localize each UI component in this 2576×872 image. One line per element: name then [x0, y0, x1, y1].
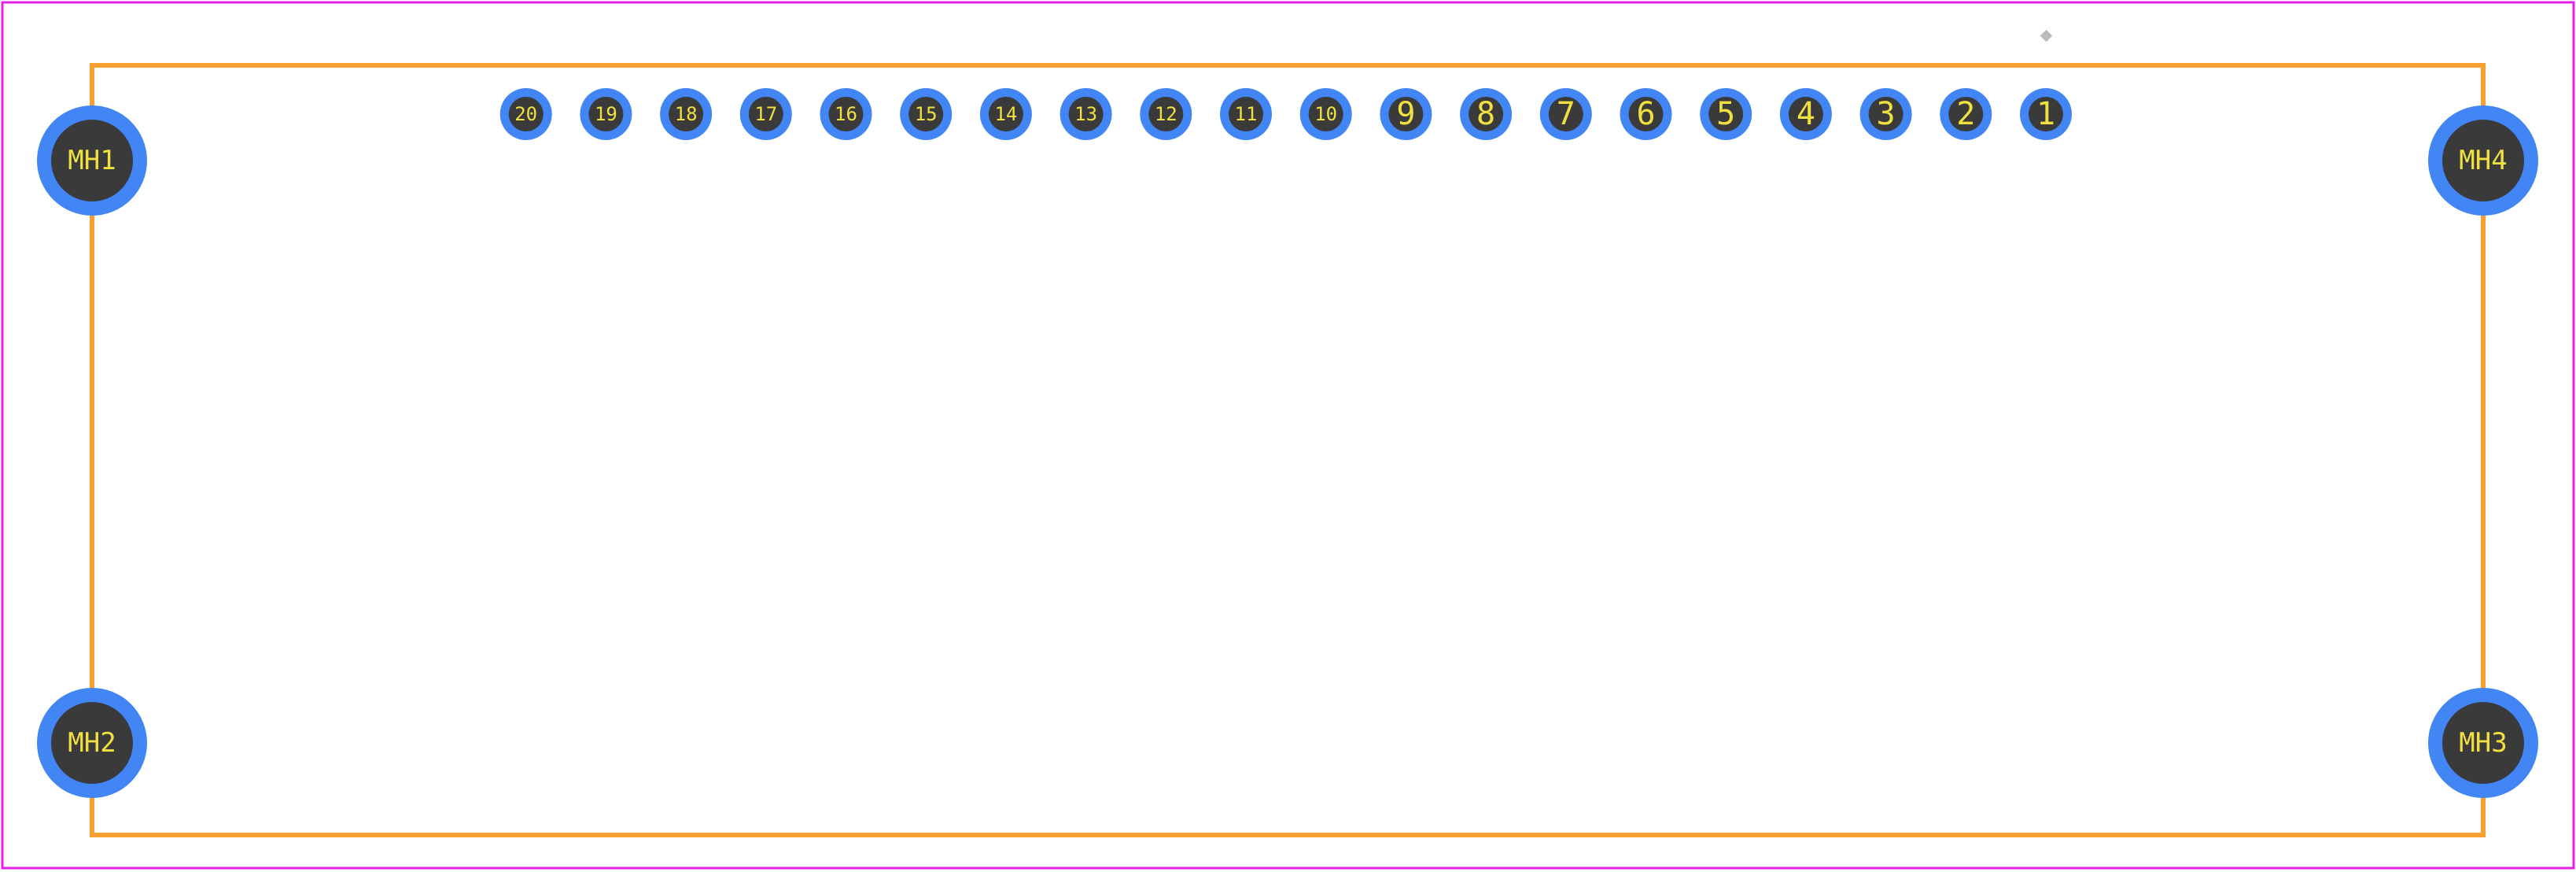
pad-hole — [2029, 97, 2063, 131]
pin-pad-9: 9 — [1380, 88, 1432, 140]
pin-pad-14: 14 — [979, 88, 1032, 140]
hole-drill — [2442, 120, 2524, 201]
pin-label: 4 — [1797, 96, 1815, 132]
pin-pad-10: 10 — [1299, 88, 1352, 140]
pin-label: 11 — [1235, 103, 1258, 125]
pin-pad-3: 3 — [1859, 88, 1912, 140]
mounting-hole-label: MH2 — [68, 727, 116, 759]
pad-hole — [1628, 97, 1664, 131]
pad-hole — [1548, 97, 1583, 131]
pad-hole — [1308, 97, 1343, 131]
pad-hole — [588, 97, 624, 131]
pad-hole — [908, 97, 944, 131]
pin-label: 19 — [595, 103, 617, 125]
pad-hole — [988, 97, 1023, 131]
pin-label: 9 — [1396, 96, 1415, 132]
hole-drill — [2442, 702, 2524, 784]
mounting-hole-label: MH3 — [2459, 727, 2507, 759]
pin-label: 3 — [1877, 96, 1896, 132]
pad-hole — [1868, 97, 1903, 131]
pin-pad-5: 5 — [1700, 88, 1752, 140]
pin-label: 16 — [835, 103, 857, 125]
hole-drill — [51, 702, 133, 784]
pin-label: 15 — [915, 103, 938, 125]
pad-hole — [1948, 97, 1984, 131]
pin-label: 7 — [1557, 96, 1575, 132]
pin-pad-12: 12 — [1140, 88, 1192, 140]
pad-hole — [1469, 97, 1504, 131]
pin-label: 17 — [754, 103, 777, 125]
pin-pad-15: 15 — [900, 88, 953, 140]
mounting-hole-label: MH4 — [2459, 145, 2507, 176]
pad-hole — [1388, 97, 1424, 131]
pin-label: 18 — [675, 103, 698, 125]
mounting-hole-mh4: MH4 — [2428, 105, 2538, 216]
pin-label: 12 — [1155, 103, 1177, 125]
pin-pad-8: 8 — [1460, 88, 1513, 140]
pin-label: 2 — [1956, 96, 1975, 132]
pin-label: 14 — [994, 103, 1017, 125]
pin-pad-19: 19 — [580, 88, 632, 140]
pin-pad-6: 6 — [1620, 88, 1672, 140]
pad-hole — [1068, 97, 1104, 131]
pad-hole — [669, 97, 704, 131]
pin-pad-7: 7 — [1539, 88, 1592, 140]
pin-label: 1 — [2036, 96, 2055, 132]
pin-pad-1: 1 — [2020, 88, 2072, 140]
pin-pad-16: 16 — [820, 88, 872, 140]
mounting-hole-label: MH1 — [68, 145, 116, 176]
pin-label: 10 — [1314, 103, 1337, 125]
pad-hole — [508, 97, 544, 131]
pin-pad-2: 2 — [1940, 88, 1992, 140]
pin-label: 13 — [1074, 103, 1097, 125]
pin-pad-4: 4 — [1779, 88, 1832, 140]
pin-pad-17: 17 — [739, 88, 792, 140]
pad-hole — [1788, 97, 1823, 131]
pin-label: 8 — [1476, 96, 1495, 132]
pad-hole — [1708, 97, 1744, 131]
hole-drill — [51, 120, 133, 201]
mounting-hole-mh1: MH1 — [37, 105, 147, 216]
component-outline — [90, 63, 2486, 837]
pin-label: 5 — [1716, 96, 1735, 132]
pin-label: 6 — [1636, 96, 1655, 132]
mounting-hole-mh3: MH3 — [2428, 688, 2538, 798]
mounting-hole-mh2: MH2 — [37, 688, 147, 798]
pin-pad-20: 20 — [499, 88, 552, 140]
pin-pad-11: 11 — [1220, 88, 1272, 140]
pin-label: 20 — [514, 103, 537, 125]
pad-hole — [1229, 97, 1263, 131]
pad-hole — [748, 97, 783, 131]
pad-hole — [828, 97, 864, 131]
pin-pad-13: 13 — [1060, 88, 1112, 140]
pin-pad-18: 18 — [660, 88, 713, 140]
pad-hole — [1148, 97, 1184, 131]
diamond-icon — [2040, 29, 2053, 42]
